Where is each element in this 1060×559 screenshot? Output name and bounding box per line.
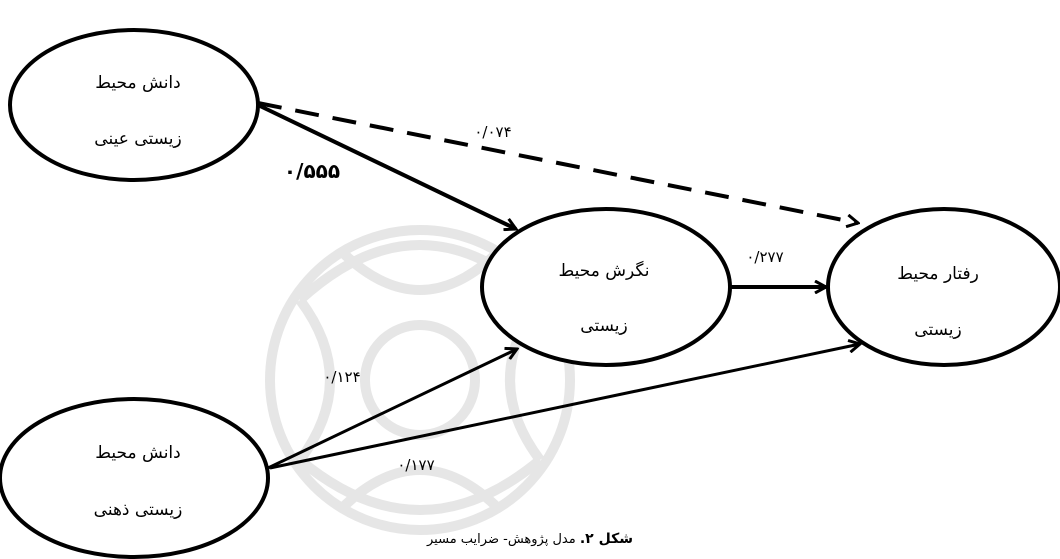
- path-arrows: [257, 101, 860, 470]
- node-subjective-knowledge-line2: زیستی ذهنی: [94, 500, 183, 520]
- coef-attitude-to-behavior: ٠/٢٧٧: [746, 248, 783, 266]
- arrow-objective-to-attitude: [257, 103, 516, 229]
- coef-subjective-to-behavior: ٠/١٧٧: [397, 456, 434, 474]
- node-objective-knowledge-line1: دانش محیط: [95, 73, 180, 93]
- node-subjective-knowledge-line1: دانش محیط: [95, 443, 180, 463]
- arrow-subjective-to-behavior: [269, 344, 860, 470]
- figure-caption-label: شکل ۲.: [579, 531, 633, 547]
- coef-objective-to-behavior: ٠/٠٧۴: [474, 123, 511, 141]
- figure-caption-text: مدل پژوهش- ضرایب مسیر: [427, 532, 580, 547]
- coef-subjective-to-attitude: ٠/١٢۴: [323, 368, 360, 386]
- node-behavior-line2: زیستی: [914, 320, 961, 340]
- node-behavior: رفتار محیط زیستی: [826, 207, 1060, 367]
- node-subjective-knowledge: دانش محیط زیستی ذهنی: [0, 397, 270, 559]
- arrow-objective-to-behavior: [257, 101, 858, 223]
- node-attitude: نگرش محیط زیستی: [480, 207, 732, 367]
- node-behavior-line1: رفتار محیط: [897, 264, 979, 284]
- node-objective-knowledge-line2: زیستی عینی: [94, 129, 181, 149]
- node-objective-knowledge: دانش محیط زیستی عینی: [8, 28, 260, 182]
- node-attitude-line2: زیستی: [580, 316, 627, 336]
- node-attitude-line1: نگرش محیط: [558, 260, 649, 281]
- figure-caption: شکل ۲. مدل پژوهش- ضرایب مسیر: [380, 531, 680, 547]
- arrow-subjective-to-attitude: [267, 349, 517, 470]
- coef-objective-to-attitude: ٠/۵۵۵: [284, 159, 340, 183]
